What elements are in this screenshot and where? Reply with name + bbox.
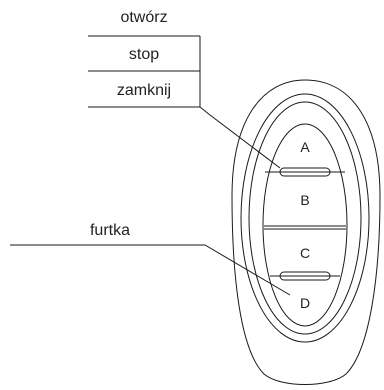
button-b-label: B [300, 192, 309, 208]
remote-control: A B C D [231, 79, 381, 385]
remote-ring-inner [248, 101, 362, 335]
button-d-label: D [300, 295, 310, 311]
button-a[interactable]: A [300, 139, 310, 155]
button-b[interactable]: B [300, 192, 309, 208]
remote-ring-outer [240, 93, 370, 343]
label-gate: furtka [90, 222, 130, 239]
remote-button-panel [262, 123, 348, 327]
button-c-label: C [300, 245, 310, 261]
leader-line-close [199, 106, 281, 169]
button-a-label: A [300, 139, 310, 155]
button-d[interactable]: D [300, 295, 310, 311]
separator-ab [265, 167, 345, 177]
leader-line-gate [10, 244, 291, 296]
label-close: zamknij [117, 82, 171, 99]
label-stop: stop [129, 46, 159, 63]
label-open: otwórz [120, 9, 167, 26]
separator-cd [270, 271, 340, 281]
label-stack: otwórz stop zamknij [88, 9, 201, 108]
separator-bc [264, 225, 346, 230]
button-c[interactable]: C [300, 245, 310, 261]
remote-outer-body [231, 79, 381, 385]
